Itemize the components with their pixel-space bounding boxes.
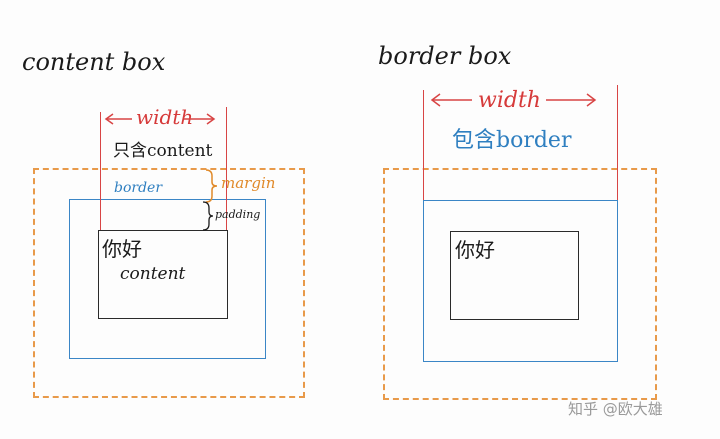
border-box-width-label: width	[478, 88, 541, 113]
border-box-width-note: 包含border	[452, 128, 572, 153]
content-box-content	[98, 230, 228, 319]
content-box-title: content box	[22, 48, 166, 76]
content-box-width-note: 只含content	[113, 141, 213, 161]
border-box-width-arrow	[430, 93, 597, 107]
border-box-margin	[383, 168, 657, 400]
border-box-text: 你好	[455, 238, 495, 262]
content-box-width-right-line	[226, 107, 227, 230]
content-box-width-left-line	[100, 112, 101, 230]
content-box-border-label: border	[114, 180, 163, 196]
padding-brace	[202, 201, 214, 231]
border-box-border	[423, 200, 618, 362]
content-box-margin	[33, 168, 305, 398]
border-box-width-left-line	[423, 90, 424, 200]
content-box-margin-label: margin	[221, 174, 276, 192]
content-box-width-label: width	[136, 105, 194, 129]
content-box-border	[69, 199, 266, 359]
border-box-content	[450, 231, 579, 320]
content-box-text: 你好	[102, 237, 142, 261]
content-box-width-arrow	[104, 113, 216, 125]
watermark: 知乎 @欧大雄	[568, 400, 663, 418]
margin-brace	[205, 169, 218, 203]
content-box-content-label: content	[120, 264, 186, 284]
border-box-width-right-line	[617, 85, 618, 200]
content-box-padding-label: padding	[215, 208, 261, 221]
border-box-title: border box	[378, 42, 512, 70]
